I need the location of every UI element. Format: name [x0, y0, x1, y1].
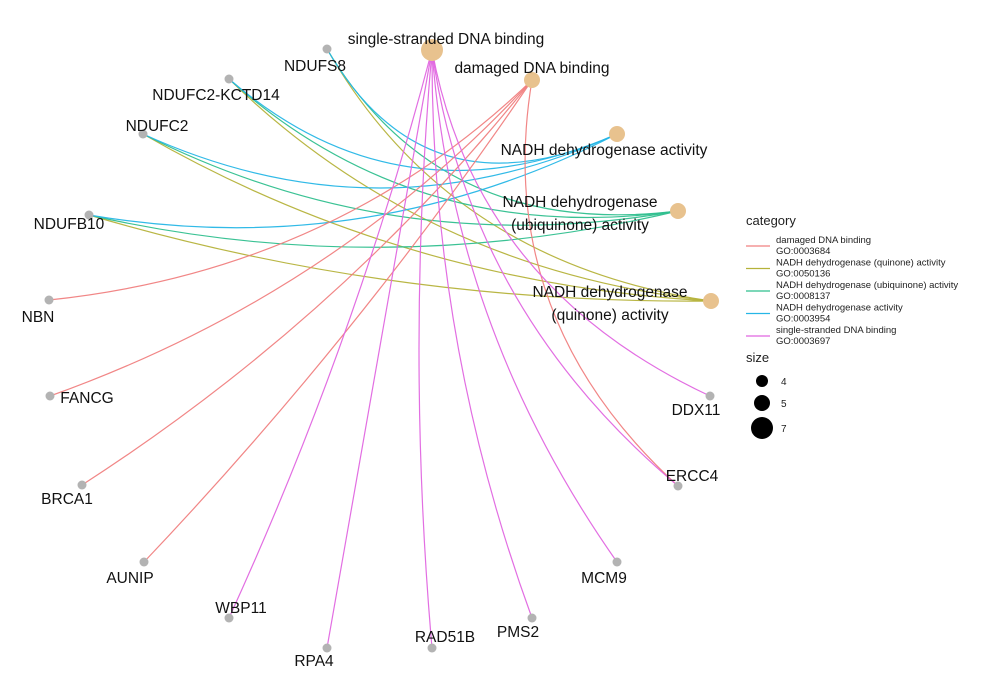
legend-go-ubiquinone: GO:0008137 — [776, 291, 830, 302]
gene-label-fancg: FANCG — [60, 390, 113, 407]
gene-node-ddx11[interactable] — [705, 391, 715, 401]
legend-size-dot-7 — [751, 417, 773, 439]
gene-node-wbp11[interactable] — [224, 613, 234, 623]
edge-ddx11-ssdna — [431, 49, 711, 397]
gene-label-wbp11: WBP11 — [215, 600, 266, 617]
edge-wbp11-ssdna — [228, 49, 433, 619]
edge-ndufc2-kctd14-ubiquinone — [228, 78, 679, 219]
edge-layer — [48, 48, 712, 649]
gene-node-fancg[interactable] — [45, 391, 55, 401]
legend-label-single-stranded: single-stranded DNA binding — [776, 325, 896, 336]
edge-ndufc2-quinone — [142, 133, 712, 302]
edge-nbn-damaged — [48, 79, 533, 301]
gene-label-aunip: AUNIP — [106, 570, 153, 587]
edge-fancg-damaged — [49, 79, 533, 397]
gene-node-mcm9[interactable] — [612, 557, 622, 567]
edge-brca1-damaged — [81, 79, 533, 486]
gene-label-rpa4: RPA4 — [294, 653, 334, 670]
legend-size-label-5: 5 — [781, 399, 787, 410]
gene-label-ndufc2: NDUFC2 — [126, 118, 189, 135]
edge-mcm9-ssdna — [431, 49, 618, 563]
edge-ndufc2-dehydrogenase — [142, 133, 618, 189]
edge-ndufb10-dehydrogenase — [88, 133, 618, 229]
edge-rpa4-ssdna — [326, 49, 433, 649]
edge-ndufb10-ubiquinone — [88, 210, 679, 248]
legend-size-dot-5 — [754, 395, 770, 411]
gene-node-rad51b[interactable] — [427, 643, 437, 653]
category-node-damaged[interactable] — [524, 72, 540, 88]
category-label-quinone-line-2: (quinone) activity — [551, 307, 668, 324]
category-node-quinone[interactable] — [703, 293, 719, 309]
gene-node-ndufb10[interactable] — [84, 210, 94, 220]
legend-label-quinone: NADH dehydrogenase (quinone) activity — [776, 258, 946, 269]
gene-node-ndufc2[interactable] — [138, 129, 148, 139]
gene-label-ercc4: ERCC4 — [666, 468, 719, 485]
legend-label-dehydrogenase: NADH dehydrogenase activity — [776, 303, 903, 314]
legend-size-label-4: 4 — [781, 377, 787, 388]
edge-ercc4-ssdna — [431, 49, 679, 487]
gene-label-ndufs8: NDUFS8 — [284, 58, 346, 75]
category-label-ubiquinone-line-1: NADH dehydrogenase — [502, 194, 657, 211]
legend: category damaged DNA bindingGO:0003684NA… — [746, 213, 958, 439]
node-layer — [44, 39, 719, 653]
legend-label-damaged: damaged DNA binding — [776, 235, 871, 246]
gene-label-ndufb10: NDUFB10 — [34, 216, 105, 233]
edge-rad51b-ssdna — [418, 49, 433, 649]
category-node-dehydrogenase[interactable] — [609, 126, 625, 142]
legend-go-dehydrogenase: GO:0003954 — [776, 314, 830, 325]
gene-node-aunip[interactable] — [139, 557, 149, 567]
edge-ndufc2-kctd14-dehydrogenase — [228, 78, 618, 172]
category-label-damaged-line-1: damaged DNA binding — [454, 60, 609, 77]
edge-pms2-ssdna — [431, 49, 533, 619]
gene-node-rpa4[interactable] — [322, 643, 332, 653]
gene-label-brca1: BRCA1 — [41, 491, 93, 508]
edge-ndufb10-quinone — [88, 214, 712, 302]
gene-label-pms2: PMS2 — [497, 624, 539, 641]
gene-node-ndufs8[interactable] — [322, 44, 332, 54]
legend-size-label-7: 7 — [781, 424, 787, 435]
legend-go-quinone: GO:0050136 — [776, 269, 830, 280]
gene-label-rad51b: RAD51B — [415, 629, 475, 646]
legend-label-ubiquinone: NADH dehydrogenase (ubiquinone) activity — [776, 280, 958, 291]
gene-node-ercc4[interactable] — [673, 481, 683, 491]
gene-node-ndufc2-kctd14[interactable] — [224, 74, 234, 84]
category-label-quinone-line-1: NADH dehydrogenase — [532, 284, 687, 301]
category-node-ubiquinone[interactable] — [670, 203, 686, 219]
legend-size-title: size — [746, 350, 769, 365]
edge-ercc4-damaged — [524, 79, 679, 487]
edge-ndufs8-quinone — [326, 48, 712, 302]
legend-size-list: 4 5 7 — [751, 375, 787, 439]
gene-label-ndufc2-kctd14: NDUFC2-KCTD14 — [152, 87, 280, 104]
edge-ndufc2-kctd14-quinone — [228, 78, 712, 302]
gene-label-ddx11: DDX11 — [672, 402, 721, 419]
category-label-dehydrogenase-line-1: NADH dehydrogenase activity — [501, 142, 708, 159]
gene-node-brca1[interactable] — [77, 480, 87, 490]
category-label-ssdna-line-1: single-stranded DNA binding — [348, 31, 544, 48]
legend-category-title: category — [746, 213, 796, 228]
legend-size-dot-4 — [756, 375, 768, 387]
edge-aunip-damaged — [143, 79, 533, 563]
category-node-ssdna[interactable] — [421, 39, 443, 61]
gene-node-nbn[interactable] — [44, 295, 54, 305]
category-label-ubiquinone-line-2: (ubiquinone) activity — [511, 217, 649, 234]
legend-go-single-stranded: GO:0003697 — [776, 336, 830, 347]
gene-label-nbn: NBN — [22, 309, 55, 326]
legend-go-damaged: GO:0003684 — [776, 246, 830, 257]
gene-label-mcm9: MCM9 — [581, 570, 627, 587]
gene-node-pms2[interactable] — [527, 613, 537, 623]
